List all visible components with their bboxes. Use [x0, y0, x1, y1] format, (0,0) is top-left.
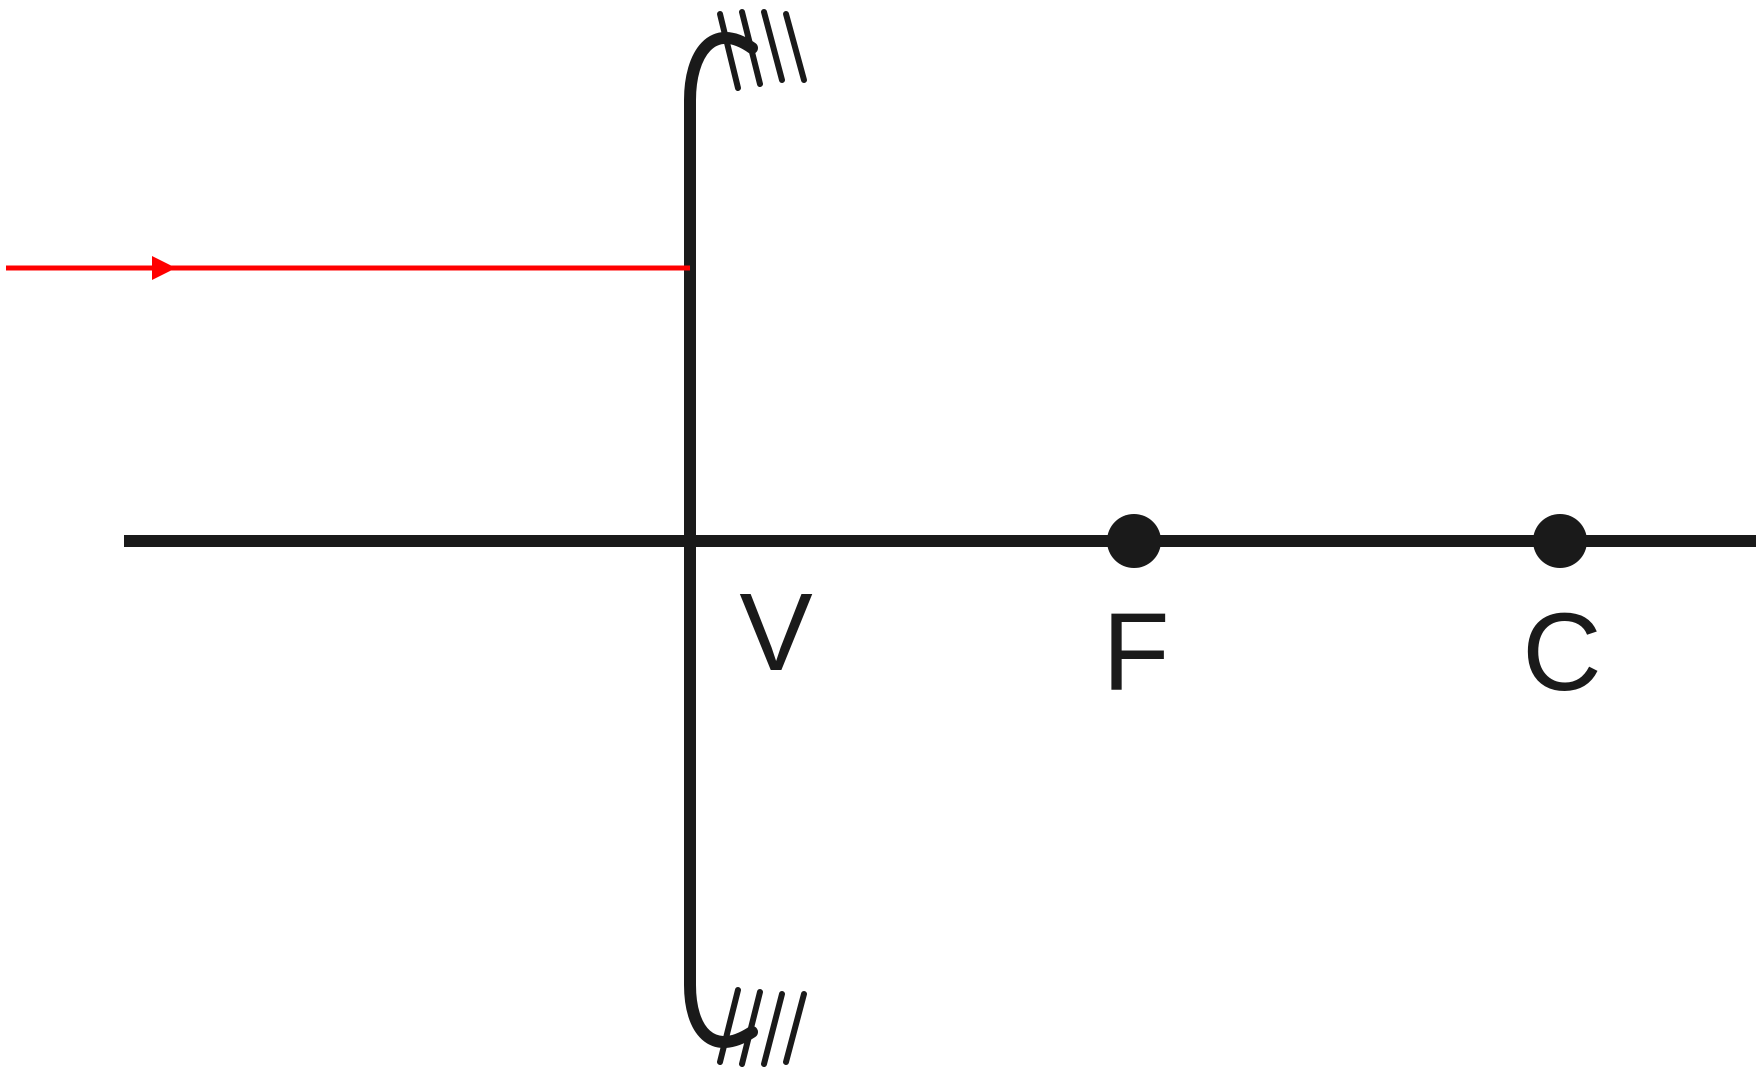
- mirror-surface: [684, 32, 758, 1048]
- vertex-label: V: [739, 571, 812, 694]
- focus-label: F: [1102, 591, 1169, 714]
- focus-point: [1107, 514, 1161, 568]
- mirror-hatching-top: [717, 9, 807, 91]
- center-of-curvature-point: [1533, 514, 1587, 568]
- center-label: C: [1522, 591, 1601, 714]
- incident-ray-arrowhead: [152, 256, 176, 280]
- mirror-hatching-bottom: [717, 987, 807, 1067]
